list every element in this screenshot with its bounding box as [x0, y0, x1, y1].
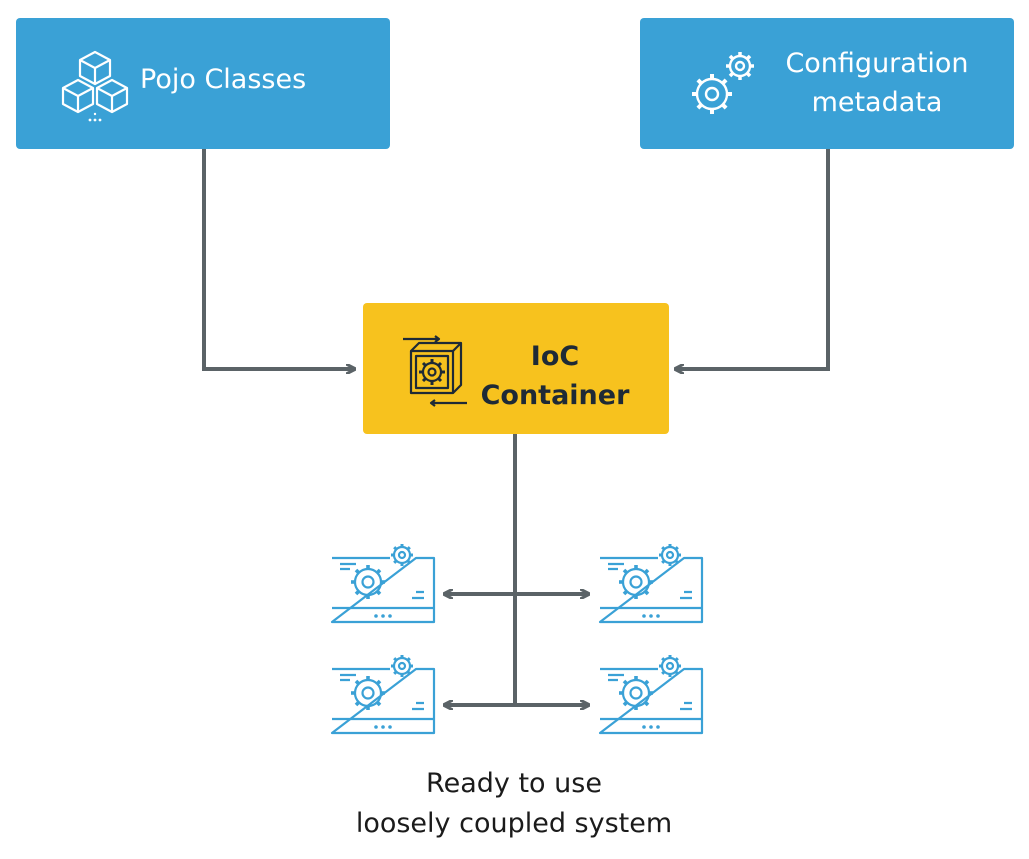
configuration-metadata-label: Configuration metadata — [768, 44, 986, 122]
ioc-container-label: IoC Container — [475, 337, 635, 415]
diagram-caption: Ready to use loosely coupled system — [314, 764, 714, 844]
pojo-to-ioc-connector — [202, 149, 354, 369]
gears-icon — [692, 52, 754, 114]
machine-gear-icon — [598, 653, 704, 735]
caption-line1: Ready to use — [426, 768, 602, 799]
machine-gear-icon — [598, 542, 704, 624]
pojo-classes-label: Pojo Classes — [140, 64, 307, 95]
ioc-label-line1: IoC — [530, 341, 580, 372]
ioc-container-box: IoC Container — [363, 303, 669, 434]
machine-gear-icon — [330, 542, 436, 624]
cubes-icon — [61, 50, 129, 122]
pojo-classes-box: Pojo Classes — [16, 18, 390, 149]
caption-line2: loosely coupled system — [355, 808, 673, 839]
config-label-line1: Configuration — [785, 48, 969, 79]
machine-gear-icon — [330, 653, 436, 735]
ioc-label-line2: Container — [480, 380, 630, 411]
config-label-line2: metadata — [811, 87, 943, 118]
container-gear-icon — [403, 335, 467, 407]
config-to-ioc-connector — [676, 149, 830, 369]
configuration-metadata-box: Configuration metadata — [640, 18, 1014, 149]
